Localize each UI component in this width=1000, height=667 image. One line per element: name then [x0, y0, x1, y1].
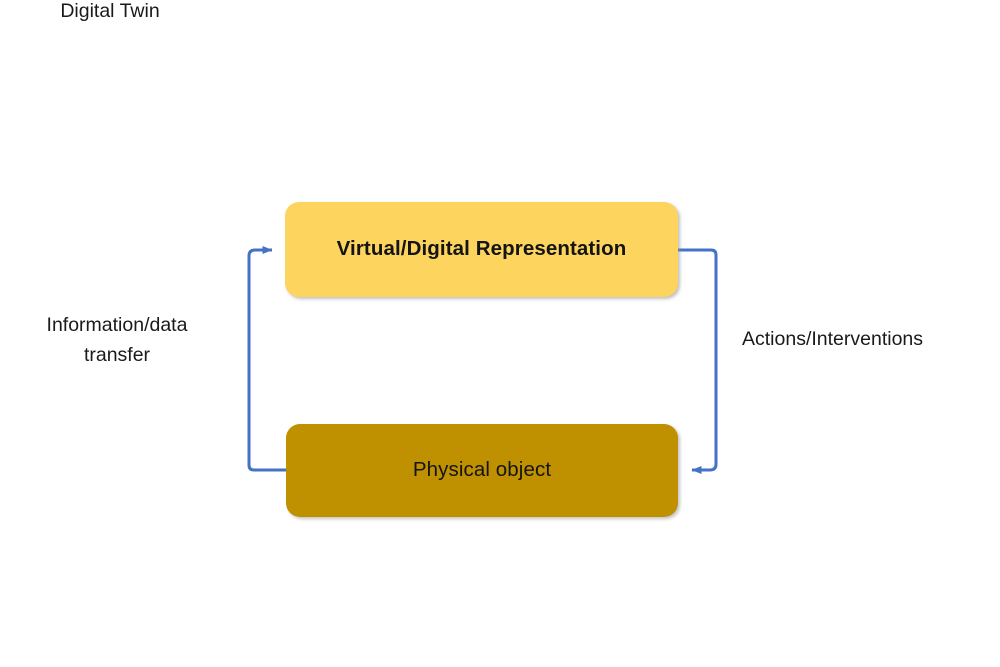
diagram-center-title: Digital Twin — [60, 0, 160, 22]
node-physical-object[interactable]: Physical object — [286, 424, 678, 517]
edge-label-information-data-transfer: Information/data transfer — [46, 314, 188, 367]
edge-virtual-to-physical — [678, 248, 718, 474]
edge-label-actions-interventions: Actions/Interventions — [742, 328, 924, 350]
node-virtual-label: Virtual/Digital Representation — [336, 237, 627, 261]
node-physical-label: Physical object — [412, 458, 552, 482]
node-virtual-digital-representation[interactable]: Virtual/Digital Representation — [285, 202, 678, 297]
edge-physical-to-virtual — [247, 246, 286, 472]
